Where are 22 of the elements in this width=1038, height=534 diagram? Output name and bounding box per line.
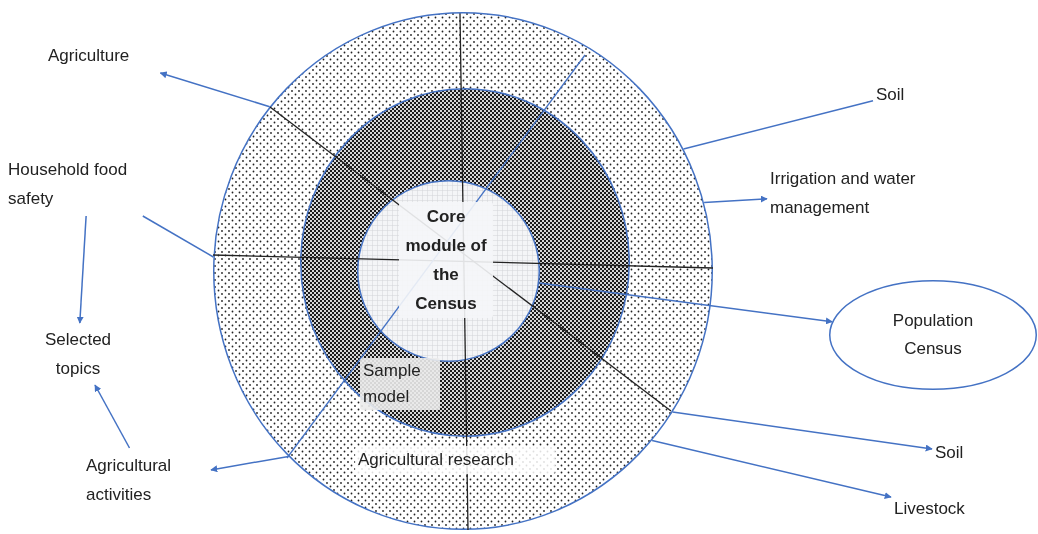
topic-label: Soil xyxy=(876,84,905,106)
topic-label: Agriculture xyxy=(48,45,130,67)
ring-label: Agricultural research xyxy=(355,446,555,474)
topic-label: Soil xyxy=(935,442,964,464)
topic-label: Irrigation and water management xyxy=(770,168,917,219)
connector-line xyxy=(142,215,215,258)
arrow xyxy=(76,215,87,324)
arrow xyxy=(651,439,892,499)
topic-label: Agricultural activities xyxy=(86,455,173,506)
arrow xyxy=(210,455,290,473)
arrow xyxy=(94,384,131,449)
topic-label: Selected topics xyxy=(43,329,113,380)
ring-label: Sample model xyxy=(360,358,440,410)
ring-label: Population Census xyxy=(891,310,975,360)
arrow xyxy=(159,71,271,108)
arrow xyxy=(538,282,833,325)
topic-label: Household food safety xyxy=(8,159,129,210)
topic-label: Livestock xyxy=(894,498,965,520)
connector-line xyxy=(682,100,874,150)
ring-label: Core module of the Census xyxy=(399,202,493,318)
arrow xyxy=(671,411,933,452)
arrow xyxy=(703,195,768,204)
